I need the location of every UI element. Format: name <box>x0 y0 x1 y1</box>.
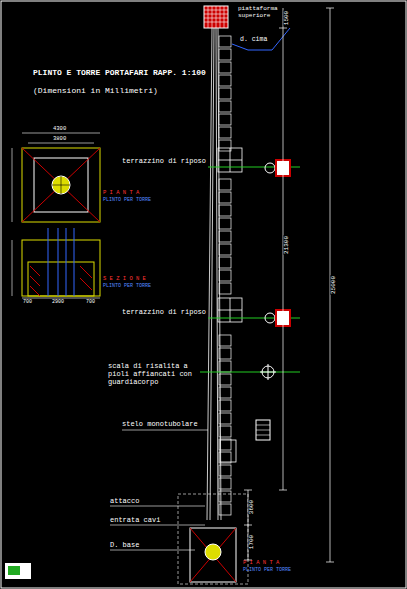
ladder-rung-box <box>219 452 231 463</box>
ladder-rung-box <box>219 270 231 281</box>
ladder-rung-box <box>219 439 231 450</box>
ladder-segments <box>219 36 231 515</box>
ladder-rung-box <box>219 374 231 385</box>
ladder-rung-box <box>219 244 231 255</box>
ladder-rung-box <box>219 88 231 99</box>
part-label: attacco <box>110 497 139 505</box>
top-platform <box>204 6 228 28</box>
dimension-value: 3600 <box>249 499 256 515</box>
ladder-rung-box <box>219 257 231 268</box>
part-label: stelo monotubolare <box>122 420 198 428</box>
dimension-lines <box>244 8 334 562</box>
part-label: 700 <box>86 300 95 306</box>
logo-icon <box>5 563 31 579</box>
base-plinth <box>178 494 248 584</box>
part-label: 3800 <box>53 136 66 142</box>
ladder-rung-box <box>219 218 231 229</box>
part-label: (Dimensioni in Millimetri) <box>33 86 158 95</box>
ladder-rung-box <box>219 49 231 60</box>
part-label: d. cima <box>240 36 267 43</box>
plinth-section <box>12 228 100 298</box>
ladder-rung-box <box>219 75 231 86</box>
part-label: terrazzino di riposo <box>122 308 206 316</box>
part-label: entrata cavi <box>110 516 160 524</box>
leader-lines <box>200 167 300 372</box>
tip-leader <box>232 28 290 50</box>
ladder-rung-box <box>219 127 231 138</box>
ladder-rung-box <box>219 231 231 242</box>
ladder-rung-box <box>219 387 231 398</box>
part-label: piattaforma superiore <box>238 6 290 20</box>
view-caption: PLINTO PER TORRE <box>243 568 291 574</box>
dimension-value: 21300 <box>284 235 291 255</box>
ladder-rung-box <box>219 335 231 346</box>
dimension-value: 25000 <box>331 275 338 295</box>
part-label: scala di risalita a pioli affiancati con… <box>108 362 200 386</box>
ladder-rung-box <box>219 140 231 151</box>
plinth-plan <box>12 133 100 222</box>
view-caption: PLINTO PER TORRE <box>103 284 151 290</box>
ladder-rung-box <box>219 36 231 47</box>
dimension-value: 1700 <box>249 534 256 550</box>
ladder-rung-box <box>219 426 231 437</box>
ladder-rung-box <box>219 283 231 294</box>
view-caption: P I A N T A <box>243 560 279 566</box>
part-label: D. base <box>110 541 139 549</box>
part-label: terrazzino di riposo <box>122 157 206 165</box>
ladder-rung-box <box>219 361 231 372</box>
dimension-value: 1500 <box>284 10 291 26</box>
ladder-rung-box <box>219 348 231 359</box>
ladder-rung-box <box>219 192 231 203</box>
ladder-rung-box <box>219 478 231 489</box>
view-caption: S E Z I O N E <box>103 276 146 282</box>
part-label: 2900 <box>52 300 64 306</box>
view-caption: P I A N T A <box>103 190 139 196</box>
ladder-detail <box>256 160 290 440</box>
ladder-rung-box <box>219 465 231 476</box>
view-caption: PLINTO PER TORRE <box>103 198 151 204</box>
ladder-rung-box <box>219 504 231 515</box>
drawing-title: PLINTO E TORRE PORTAFARI RAPP. 1:100 <box>33 68 206 77</box>
ladder-rung-box <box>219 413 231 424</box>
part-label: 700 <box>23 300 32 306</box>
ladder-rung-box <box>219 101 231 112</box>
ladder-rung-box <box>219 179 231 190</box>
ladder-rung-box <box>219 400 231 411</box>
ladder-rung-box <box>219 491 231 502</box>
part-label: 4300 <box>53 126 66 132</box>
ladder-rung-box <box>219 114 231 125</box>
rest-terrace <box>218 148 242 462</box>
ladder-rung-box <box>219 205 231 216</box>
ladder-rung-box <box>219 62 231 73</box>
